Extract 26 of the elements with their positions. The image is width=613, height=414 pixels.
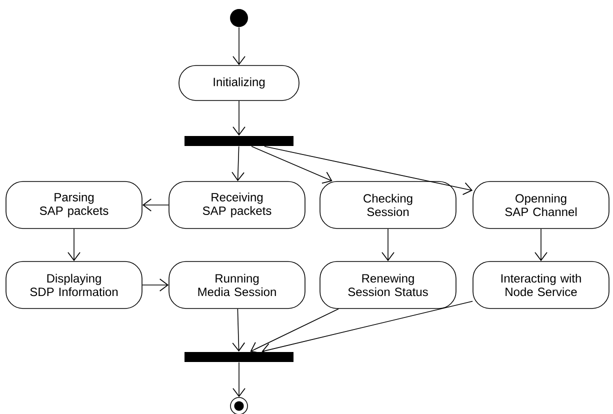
arrow bbox=[232, 100, 246, 136]
activity-box: Running Media Session bbox=[168, 261, 306, 309]
arrow bbox=[232, 146, 244, 182]
arrow bbox=[382, 228, 394, 262]
activity-box: Renewing Session Status bbox=[320, 261, 456, 309]
arrow bbox=[251, 146, 332, 184]
arrow bbox=[250, 308, 339, 354]
sync-bar bbox=[184, 352, 294, 362]
arrow bbox=[232, 27, 246, 66]
arrow bbox=[534, 228, 548, 262]
arrow bbox=[142, 198, 169, 212]
arrow bbox=[232, 308, 246, 352]
arrow bbox=[142, 278, 169, 292]
start-dot bbox=[230, 9, 248, 27]
activity-box: Openning SAP Channel bbox=[472, 181, 610, 229]
activity-box: Parsing SAP packets bbox=[6, 181, 142, 229]
activity-box: Interacting with Node Service bbox=[472, 261, 610, 309]
arrow bbox=[68, 228, 80, 262]
end-state bbox=[230, 397, 248, 414]
arrow bbox=[264, 146, 473, 195]
activity-box: Receiving SAP packets bbox=[168, 181, 306, 229]
arrow bbox=[232, 362, 246, 398]
activity-box: Displaying SDP Information bbox=[6, 261, 142, 309]
activity-box: Initializing bbox=[178, 65, 300, 101]
activity-box: Checking Session bbox=[320, 181, 456, 229]
sync-bar bbox=[184, 136, 294, 146]
